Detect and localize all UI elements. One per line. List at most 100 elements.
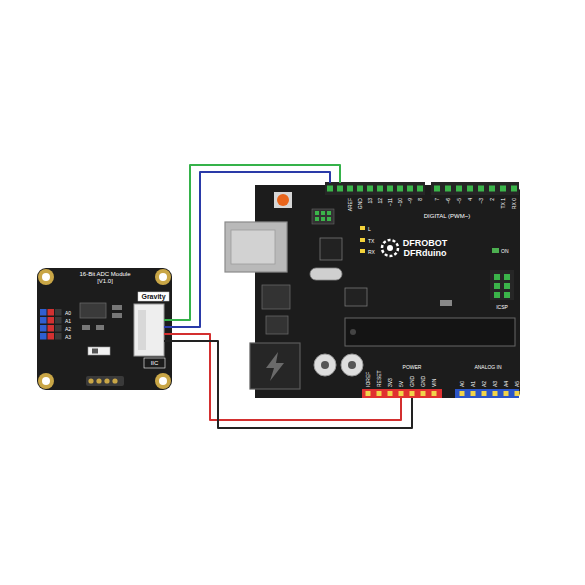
header-pin: [482, 391, 487, 396]
header-pin: [460, 391, 465, 396]
led-name: RX: [368, 249, 375, 255]
header-pin: [40, 309, 47, 316]
header-pin: [347, 186, 353, 192]
pin-name: A4: [503, 363, 509, 387]
header-title: ANALOG IN: [474, 364, 501, 370]
pin-name: 13: [367, 198, 373, 222]
brand-logo-text: DFROBOT DFRduino: [400, 238, 450, 259]
header-title: POWER: [403, 364, 422, 370]
header-pin: [471, 391, 476, 396]
pin-name: RX 0: [511, 198, 517, 222]
connector-name: Gravity: [141, 293, 165, 301]
wire-green: [172, 165, 340, 320]
header-pin: [456, 186, 462, 192]
pin-name: A3: [492, 363, 498, 387]
header-pin: [421, 391, 426, 396]
header-pin: [337, 186, 343, 192]
header-pin: [48, 317, 55, 324]
header-title: DIGITAL (PWM~): [424, 213, 471, 220]
header-pin: [511, 186, 517, 192]
header-pin: [504, 274, 510, 280]
header-pin: [321, 211, 325, 215]
pin-name: ~3: [478, 198, 484, 222]
header-pin: [327, 217, 331, 221]
header-pin: [410, 391, 415, 396]
header-pin: [467, 186, 473, 192]
pin-name: A2: [481, 363, 487, 387]
header-pin: [357, 186, 363, 192]
pin-name: 12: [377, 198, 383, 222]
header-pin: [489, 186, 495, 192]
header-pin: [494, 292, 500, 298]
pin-name: A3: [65, 334, 71, 340]
adc-module: 16-Bit ADC Module [V1.0]: [37, 268, 172, 390]
header-pin: [321, 217, 325, 221]
header-pin: [48, 325, 55, 332]
pin-name: ~9: [407, 198, 413, 222]
led-name: TX: [368, 238, 374, 244]
header-pin: [417, 186, 423, 192]
led-name: ON: [501, 248, 509, 254]
header-pin: [55, 325, 62, 332]
header-pin: [494, 283, 500, 289]
header-pin: [367, 186, 373, 192]
pin-name: RESET: [376, 363, 382, 387]
pin-name: A0: [459, 363, 465, 387]
pin-name: TX 1: [500, 198, 506, 222]
header-pin: [48, 309, 55, 316]
header-pin: [40, 325, 47, 332]
pin-name: A2: [65, 326, 71, 332]
adc-module-board: [37, 268, 172, 390]
header-pin: [315, 217, 319, 221]
pin-name: A1: [470, 363, 476, 387]
header-pin: [407, 186, 413, 192]
header-pin: [515, 391, 520, 396]
controller-board-pcb: [225, 182, 520, 398]
pin-name: IOREF: [365, 363, 371, 387]
pin-name: AREF: [347, 198, 353, 222]
header-pin: [327, 186, 333, 192]
pin-name: ~10: [397, 198, 403, 222]
header-pin: [397, 186, 403, 192]
header-pin: [432, 391, 437, 396]
header-pin: [366, 391, 371, 396]
wire-blue: [172, 172, 330, 327]
header-pin: [504, 391, 509, 396]
header-pin: [445, 186, 451, 192]
header-pin: [315, 211, 319, 215]
led-name: L: [368, 226, 371, 232]
header-pin: [327, 211, 331, 215]
pin-name: 8: [417, 198, 423, 222]
pin-name: 3V3: [387, 363, 393, 387]
header-pins: [315, 186, 520, 397]
logo-gear: [382, 240, 398, 256]
header-pin: [478, 186, 484, 192]
header-pin: [377, 391, 382, 396]
header-pin: [40, 333, 47, 340]
wire-red: [172, 334, 401, 420]
header-pin: [55, 333, 62, 340]
interface-name: IIC: [151, 360, 159, 367]
header-pin: [494, 274, 500, 280]
module-title: 16-Bit ADC Module [V1.0]: [75, 271, 135, 285]
header-pin: [48, 333, 55, 340]
header-pin: [504, 292, 510, 298]
header-pin: [387, 186, 393, 192]
pin-name: A0: [65, 310, 71, 316]
header-pin: [55, 317, 62, 324]
header-name: ICSP: [496, 304, 508, 310]
header-pin: [434, 186, 440, 192]
header-pin: [55, 309, 62, 316]
header-pin: [493, 391, 498, 396]
header-pin: [504, 283, 510, 289]
pin-header: [40, 309, 62, 340]
header-pin: [500, 186, 506, 192]
header-pin: [40, 317, 47, 324]
pin-name: 2: [489, 198, 495, 222]
pin-name: A1: [65, 318, 71, 324]
header-pin: [399, 391, 404, 396]
header-pin: [388, 391, 393, 396]
pin-name: GND: [357, 198, 363, 222]
